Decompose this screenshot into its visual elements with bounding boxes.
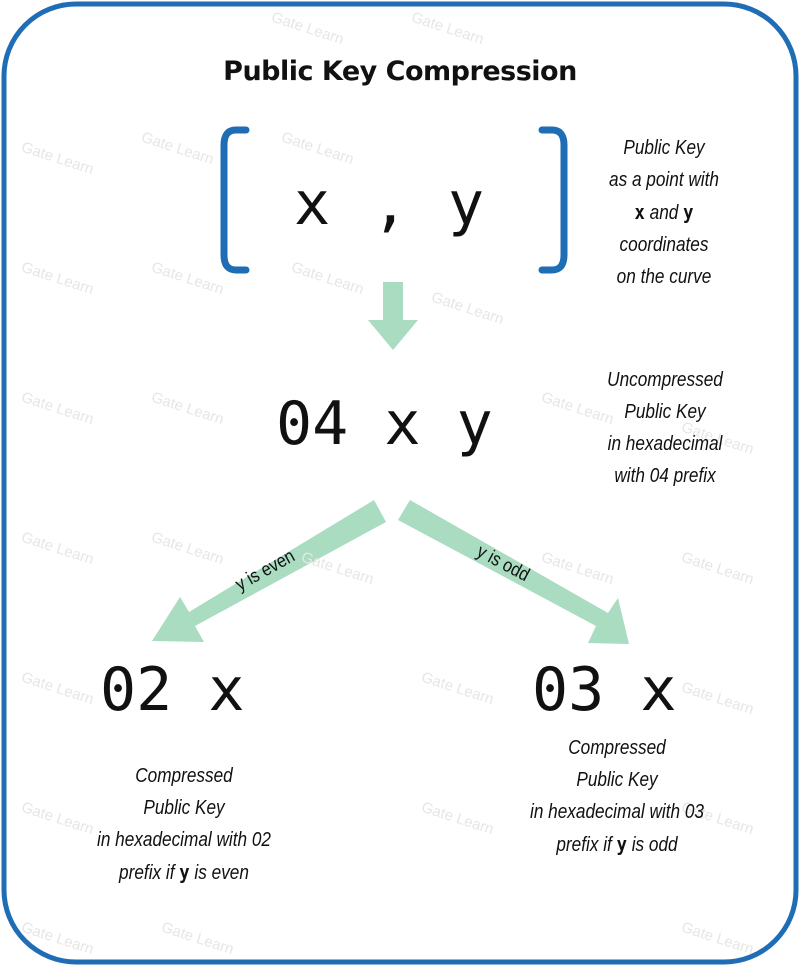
diagram-title: Public Key Compression	[223, 56, 577, 87]
point-note-line: as a point with	[609, 169, 719, 191]
uncompressed-note-line: Public Key	[624, 401, 706, 423]
right-bracket	[538, 126, 568, 274]
compressed-even-note-line: in hexadecimal with 02	[96, 829, 272, 851]
y-label: y	[179, 860, 190, 884]
prefix-text: prefix if	[119, 862, 175, 884]
point-note-line: coordinates	[619, 234, 709, 256]
compressed-odd-note-line: Public Key	[576, 769, 658, 791]
parity-text: is even	[194, 862, 249, 884]
left-diagonal-arrow	[152, 500, 386, 642]
point-note: Public Key as a point with x and y coord…	[587, 132, 742, 293]
y-label: y	[616, 832, 627, 856]
point-note-line: Public Key	[623, 137, 705, 159]
right-diagonal-arrow	[398, 500, 629, 644]
prefix-text: prefix if	[556, 834, 612, 856]
point-note-coords: x and y	[587, 196, 742, 229]
point-comma: ,	[372, 169, 409, 239]
compressed-odd-note: Compressed Public Key in hexadecimal wit…	[514, 732, 720, 861]
uncompressed-note-line: with 04 prefix	[614, 465, 716, 487]
compressed-even-note-line: Public Key	[143, 797, 225, 819]
compressed-even-note: Compressed Public Key in hexadecimal wit…	[81, 760, 287, 889]
uncompressed-key: 04 x y	[276, 389, 493, 459]
point-note-line: on the curve	[616, 266, 712, 288]
compressed-odd-note-line: Compressed	[568, 737, 666, 759]
parity-text: is odd	[631, 834, 678, 856]
uncompressed-note: Uncompressed Public Key in hexadecimal w…	[588, 364, 743, 492]
compressed-even-note-line: prefix if y is even	[81, 856, 287, 889]
compressed-even-key: 02 x	[100, 655, 245, 725]
left-bracket	[220, 126, 250, 274]
compressed-odd-note-line: prefix if y is odd	[514, 828, 720, 861]
y-label: y	[683, 200, 694, 224]
point-x: x	[294, 169, 331, 239]
uncompressed-note-line: in hexadecimal	[607, 433, 723, 455]
x-label: x	[634, 200, 645, 224]
compressed-odd-note-line: in hexadecimal with 03	[529, 801, 705, 823]
uncompressed-note-line: Uncompressed	[607, 369, 723, 391]
compressed-even-note-line: Compressed	[135, 765, 233, 787]
down-arrow	[368, 282, 418, 350]
compressed-odd-key: 03 x	[532, 655, 677, 725]
and-text: and	[649, 202, 679, 224]
point-y: y	[448, 169, 485, 239]
